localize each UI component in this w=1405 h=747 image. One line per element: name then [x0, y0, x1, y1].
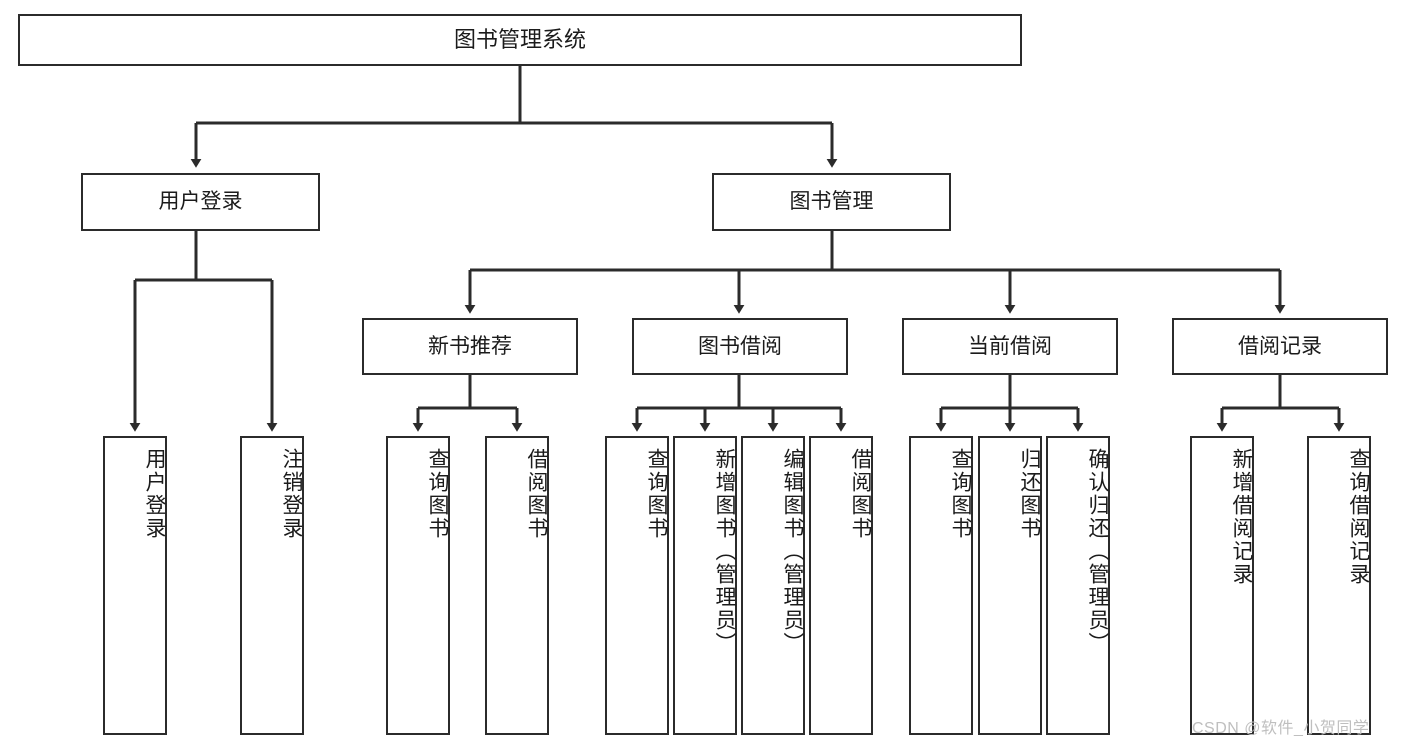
node-book-management[interactable]: 图书管理	[712, 173, 951, 231]
leaf-edit-book-admin[interactable]: 编辑图书（管理员）	[741, 436, 805, 735]
leaf-label-query-book-3: 查询图书	[949, 448, 972, 540]
leaf-return-book[interactable]: 归还图书	[978, 436, 1042, 735]
leaf-borrow-book[interactable]: 借阅图书	[809, 436, 873, 735]
leaf-borrow-book-recommend[interactable]: 借阅图书	[485, 436, 549, 735]
leaf-query-book-recommend[interactable]: 查询图书	[386, 436, 450, 735]
leaf-user-logout[interactable]: 注销登录	[240, 436, 304, 735]
leaf-query-borrow-record[interactable]: 查询借阅记录	[1307, 436, 1371, 735]
leaf-label-confirm-return: 确认归还（管理员）	[1086, 448, 1109, 655]
node-new-book-recommend[interactable]: 新书推荐	[362, 318, 578, 375]
leaf-label-user-logout: 注销登录	[280, 448, 303, 540]
leaf-label-add-record: 新增借阅记录	[1230, 448, 1253, 586]
leaf-label-borrow-book-2: 借阅图书	[849, 448, 872, 540]
leaf-query-book-current[interactable]: 查询图书	[909, 436, 973, 735]
leaf-add-borrow-record[interactable]: 新增借阅记录	[1190, 436, 1254, 735]
node-label-current-borrow: 当前借阅	[968, 334, 1052, 358]
leaf-label-user-login: 用户登录	[143, 448, 166, 540]
leaf-query-book-borrow[interactable]: 查询图书	[605, 436, 669, 735]
node-label-root: 图书管理系统	[453, 26, 586, 52]
leaf-label-return-book: 归还图书	[1018, 448, 1041, 540]
leaf-add-book-admin[interactable]: 新增图书（管理员）	[673, 436, 737, 735]
leaf-label-edit-book: 编辑图书（管理员）	[781, 448, 804, 655]
node-label-new-book-recommend: 新书推荐	[428, 334, 512, 358]
leaf-label-query-book-1: 查询图书	[426, 448, 449, 540]
node-current-borrow[interactable]: 当前借阅	[902, 318, 1118, 375]
leaf-label-query-book-2: 查询图书	[645, 448, 668, 540]
node-label-book-borrow: 图书借阅	[698, 334, 782, 358]
leaf-user-login[interactable]: 用户登录	[103, 436, 167, 735]
leaf-label-query-record: 查询借阅记录	[1347, 448, 1370, 586]
node-user-login[interactable]: 用户登录	[81, 173, 320, 231]
node-label-user-login: 用户登录	[158, 190, 243, 214]
leaf-label-add-book: 新增图书（管理员）	[713, 448, 736, 655]
leaf-confirm-return-admin[interactable]: 确认归还（管理员）	[1046, 436, 1110, 735]
node-label-borrow-record: 借阅记录	[1238, 334, 1322, 358]
leaf-label-borrow-book-1: 借阅图书	[525, 448, 548, 540]
node-root-system[interactable]: 图书管理系统	[18, 14, 1022, 66]
node-label-book-management: 图书管理	[789, 190, 874, 214]
node-book-borrow[interactable]: 图书借阅	[632, 318, 848, 375]
node-borrow-record[interactable]: 借阅记录	[1172, 318, 1388, 375]
